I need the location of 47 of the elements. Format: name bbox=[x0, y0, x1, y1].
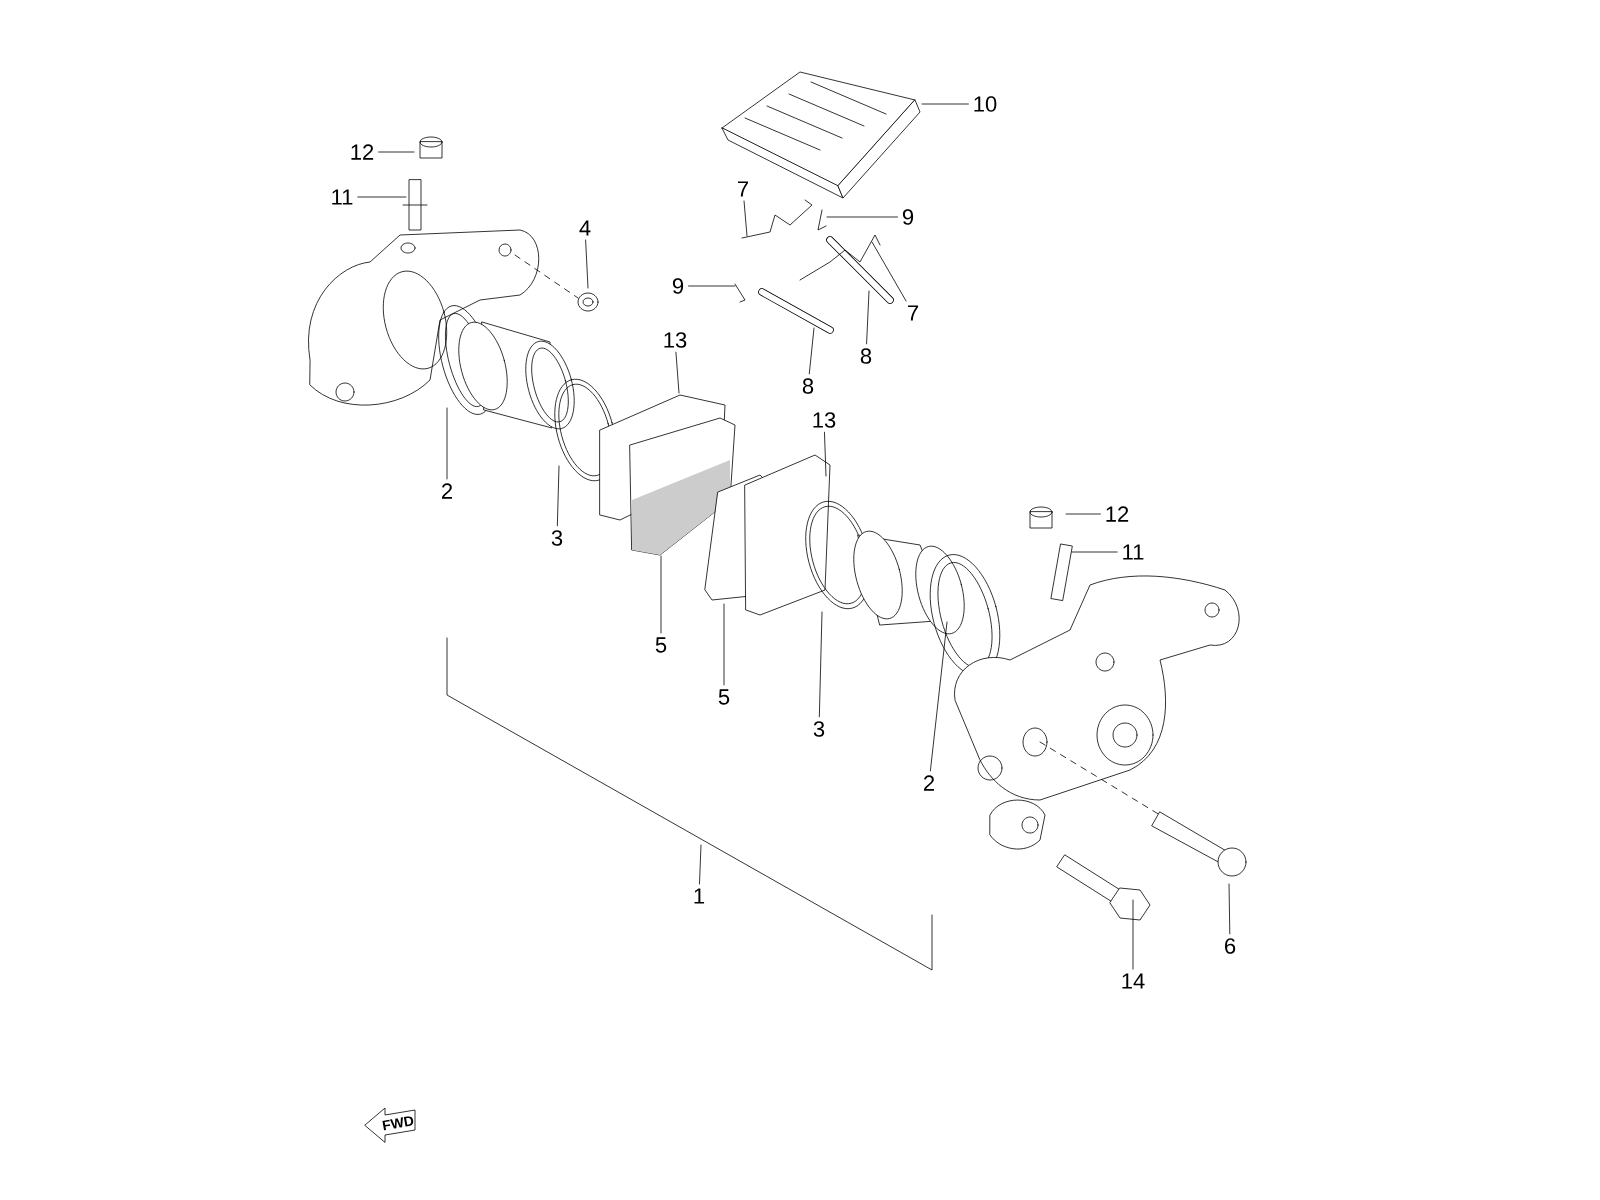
callout-number: 13 bbox=[813, 412, 836, 428]
callout-number: 7 bbox=[908, 305, 919, 321]
leader-line bbox=[824, 431, 827, 477]
leader-line bbox=[1132, 899, 1134, 970]
callout-number: 6 bbox=[1225, 938, 1236, 954]
leader-line bbox=[921, 103, 969, 105]
callout-number: 13 bbox=[664, 332, 687, 348]
callout-number: 9 bbox=[902, 209, 914, 225]
callout-number: 2 bbox=[924, 775, 935, 791]
callout-number: 14 bbox=[1122, 973, 1145, 989]
leader-line bbox=[675, 351, 680, 394]
callout-number: 5 bbox=[718, 689, 730, 705]
leader-line bbox=[446, 407, 448, 480]
leader-line bbox=[871, 241, 907, 302]
leader-line bbox=[743, 200, 748, 237]
leader-line bbox=[866, 290, 870, 345]
callout-number: 12 bbox=[351, 144, 374, 160]
leader-line bbox=[1065, 513, 1101, 515]
callout-number: 11 bbox=[332, 189, 353, 205]
callout-number: 9 bbox=[672, 278, 684, 294]
leader-line bbox=[660, 555, 662, 634]
leader-line bbox=[699, 844, 702, 885]
leader-line bbox=[723, 603, 725, 686]
callout-number: 1 bbox=[694, 888, 705, 904]
leader-line bbox=[929, 621, 948, 772]
leader-line bbox=[1071, 551, 1118, 553]
leader-line bbox=[357, 196, 407, 198]
callout-number: 10 bbox=[974, 96, 997, 112]
leader-line bbox=[808, 327, 815, 375]
callout-number: 7 bbox=[738, 181, 749, 197]
callout-number: 2 bbox=[442, 483, 452, 499]
leader-line bbox=[688, 285, 736, 287]
leader-line bbox=[818, 611, 823, 718]
callout-number: 8 bbox=[860, 348, 872, 364]
callout-number: 4 bbox=[579, 220, 591, 236]
callout-number: 11 bbox=[1123, 544, 1144, 560]
leader-line bbox=[556, 465, 560, 527]
leader-line bbox=[378, 151, 415, 153]
direction-label: FWD bbox=[382, 1116, 414, 1131]
callout-number: 3 bbox=[551, 530, 563, 546]
leader-line bbox=[826, 216, 898, 218]
leader-line bbox=[1228, 883, 1231, 935]
callout-number: 5 bbox=[655, 637, 667, 653]
leader-line bbox=[585, 239, 589, 289]
callout-number: 12 bbox=[1106, 506, 1129, 522]
callout-number: 8 bbox=[802, 378, 814, 394]
callout-number: 3 bbox=[813, 721, 825, 737]
